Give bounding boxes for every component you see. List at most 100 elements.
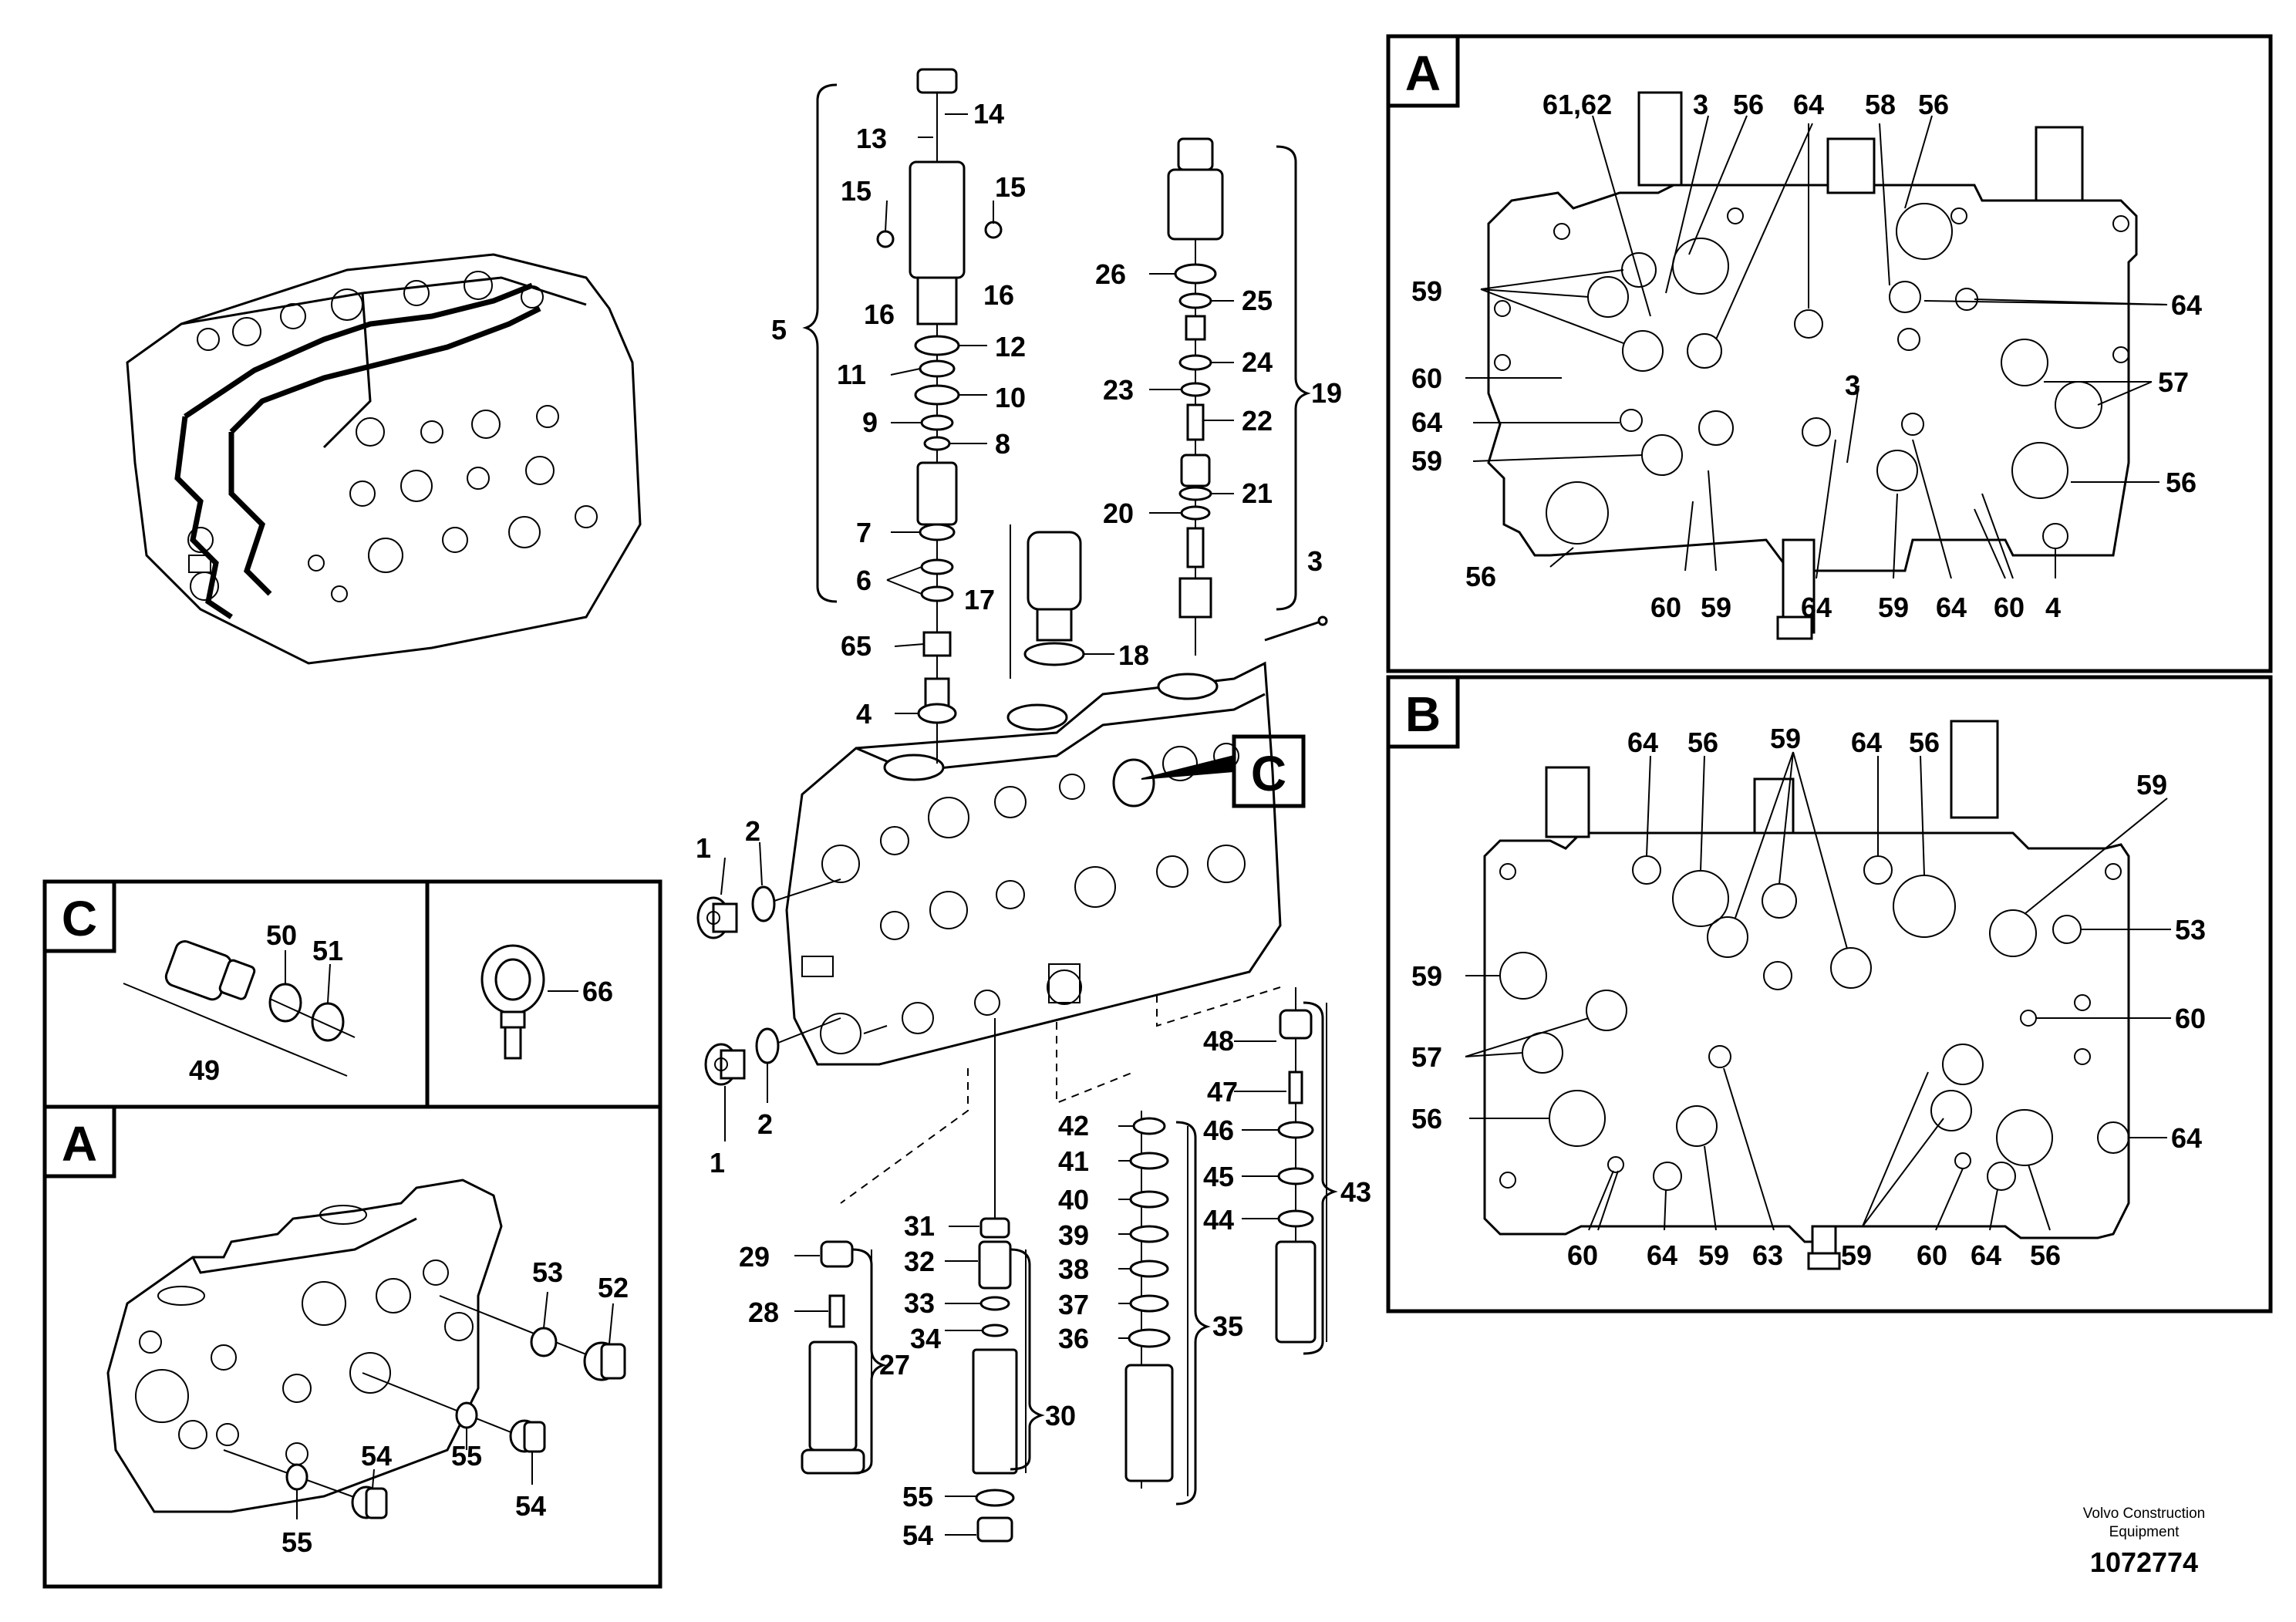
callout-c-pointer <box>1141 754 1235 780</box>
label-a2-53: 53 <box>532 1256 563 1288</box>
cartridge-27 <box>801 1068 969 1475</box>
main-labels: 14 13 15 15 16 16 5 12 11 10 9 8 7 6 65 … <box>696 98 1371 1551</box>
label-a-56: 56 <box>1465 561 1496 592</box>
label-8: 8 <box>995 428 1010 460</box>
label-14: 14 <box>973 98 1004 130</box>
label-a-60: 60 <box>1650 592 1681 623</box>
label-45: 45 <box>1203 1161 1234 1192</box>
label-a-64: 64 <box>1411 406 1442 438</box>
label-b-60: 60 <box>1917 1239 1947 1271</box>
main-leaders <box>720 113 1286 1536</box>
label-1: 1 <box>696 832 711 864</box>
label-47: 47 <box>1207 1076 1238 1108</box>
label-32: 32 <box>904 1246 935 1277</box>
label-26: 26 <box>1095 258 1126 290</box>
cartridge-43 <box>1156 986 1327 1344</box>
panel-a-letter: A <box>1405 46 1441 101</box>
label-10: 10 <box>995 382 1026 413</box>
label-54: 54 <box>902 1519 933 1551</box>
label-b-64: 64 <box>1971 1239 2001 1271</box>
label-31: 31 <box>904 1210 935 1242</box>
label-7: 7 <box>856 517 872 548</box>
label-25: 25 <box>1242 285 1273 316</box>
label-65: 65 <box>841 630 872 662</box>
label-a-64: 64 <box>1801 592 1832 623</box>
panel-c-letter: C <box>62 891 97 946</box>
callout-c-letter: C <box>1251 746 1286 801</box>
label-b-64: 64 <box>1647 1239 1677 1271</box>
panel-b-letter: B <box>1405 686 1441 742</box>
label-44: 44 <box>1203 1204 1234 1236</box>
label-43: 43 <box>1340 1176 1371 1208</box>
label-b-59: 59 <box>1698 1239 1729 1271</box>
label-a-59: 59 <box>1878 592 1909 623</box>
label-35: 35 <box>1212 1310 1243 1342</box>
label-4: 4 <box>856 698 872 730</box>
spool-stack-19 <box>1167 137 1224 656</box>
label-b-59: 59 <box>1841 1239 1872 1271</box>
label-6: 6 <box>856 565 872 596</box>
label-a-64: 64 <box>2171 289 2202 321</box>
label-b-64: 64 <box>1851 727 1882 758</box>
label-21: 21 <box>1242 477 1273 509</box>
label-11: 11 <box>837 359 866 390</box>
label-a-3: 3 <box>1845 369 1860 401</box>
label-46: 46 <box>1203 1114 1234 1146</box>
label-34: 34 <box>910 1323 941 1354</box>
label-b-64: 64 <box>1627 727 1658 758</box>
panel-a-detail: A <box>1386 34 2273 673</box>
label-66: 66 <box>582 976 613 1007</box>
label-41: 41 <box>1058 1145 1089 1177</box>
footer: Volvo Construction Equipment 1072774 <box>2083 1506 2205 1578</box>
label-9: 9 <box>862 406 878 438</box>
label-39: 39 <box>1058 1219 1089 1251</box>
label-b-60: 60 <box>1567 1239 1598 1271</box>
label-24: 24 <box>1242 346 1273 378</box>
label-a-4: 4 <box>2045 592 2061 623</box>
label-19: 19 <box>1311 377 1342 409</box>
label-a-59: 59 <box>1411 445 1442 477</box>
label-c-49: 49 <box>189 1054 220 1086</box>
spool-stack-5 <box>876 68 1003 764</box>
label-a-60: 60 <box>1994 592 2025 623</box>
label-a2-52: 52 <box>598 1272 629 1303</box>
main-valve-body <box>785 661 1282 1066</box>
panel-a-bottom-letter: A <box>62 1116 97 1172</box>
label-b-63: 63 <box>1752 1239 1783 1271</box>
brace-27 <box>851 1248 887 1475</box>
label-3: 3 <box>1307 545 1323 577</box>
panel-b-detail: B <box>1386 675 2273 1313</box>
label-a-59: 59 <box>1411 275 1442 307</box>
label-37: 37 <box>1058 1289 1089 1320</box>
label-b-59: 59 <box>1411 960 1442 992</box>
label-15: 15 <box>841 175 872 207</box>
label-a-64: 64 <box>1936 592 1967 623</box>
brand-line-1: Volvo Construction <box>2083 1506 2205 1522</box>
label-36: 36 <box>1058 1323 1089 1354</box>
brace-43 <box>1303 1001 1338 1355</box>
label-a2-54: 54 <box>515 1490 546 1522</box>
label-b-60: 60 <box>2175 1003 2206 1034</box>
label-30: 30 <box>1045 1400 1076 1431</box>
label-16: 16 <box>864 298 895 330</box>
label-15: 15 <box>995 171 1026 203</box>
label-1: 1 <box>710 1147 725 1179</box>
label-27: 27 <box>879 1349 910 1381</box>
label-a-56: 56 <box>1918 89 1949 120</box>
label-28: 28 <box>748 1297 779 1328</box>
label-b-56: 56 <box>1909 727 1940 758</box>
label-b-56: 56 <box>1687 727 1718 758</box>
label-29: 29 <box>739 1241 770 1273</box>
brand-line-2: Equipment <box>2109 1524 2180 1540</box>
label-2: 2 <box>757 1108 773 1140</box>
part-number: 1072774 <box>2090 1546 2198 1578</box>
cap-17 <box>1010 524 1085 679</box>
label-a-64: 64 <box>1793 89 1824 120</box>
panel-c-detail: C 50 51 49 <box>42 879 430 1109</box>
label-a2-55: 55 <box>451 1440 482 1472</box>
cartridge-30 <box>972 1018 1027 1543</box>
label-a2-54: 54 <box>361 1440 392 1472</box>
brace-35 <box>1175 1121 1211 1506</box>
brace-30 <box>1010 1248 1045 1471</box>
label-22: 22 <box>1242 405 1273 437</box>
